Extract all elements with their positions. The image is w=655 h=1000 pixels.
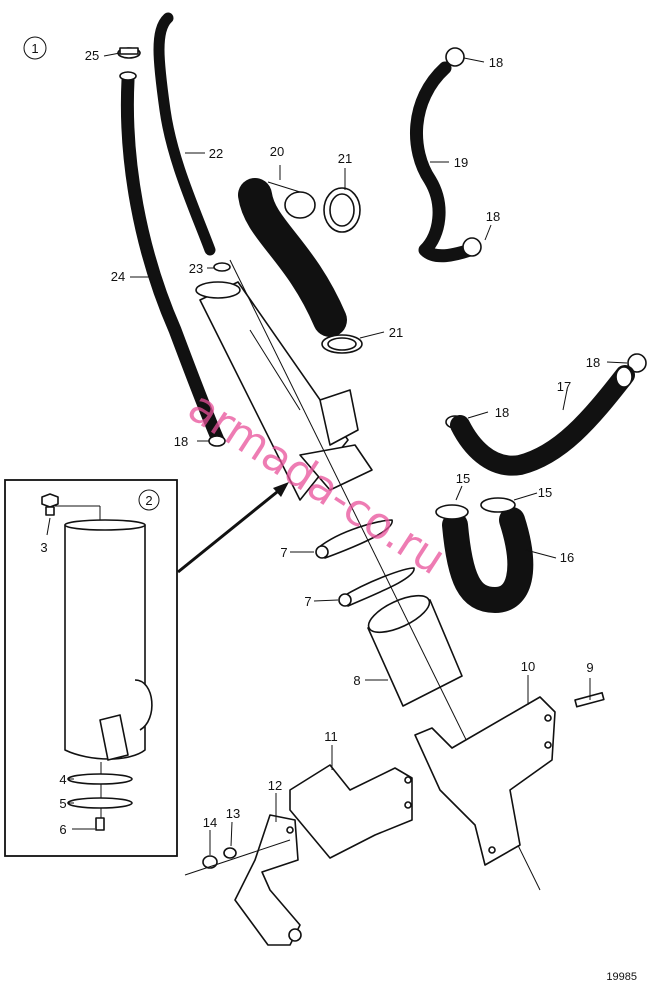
leader-lines [46, 52, 628, 855]
callout-23: 23 [189, 261, 203, 276]
callout-14: 14 [203, 815, 217, 830]
callout-9: 9 [586, 660, 593, 675]
callout-6: 6 [59, 822, 66, 837]
clamp-7-lower [338, 567, 415, 607]
clamp-15-right [480, 497, 516, 513]
callout-25: 25 [85, 48, 99, 63]
plate-11 [289, 764, 413, 859]
callout-3: 3 [40, 540, 47, 555]
view-marker-1-label: 1 [31, 41, 38, 56]
callout-21-upper: 21 [338, 151, 352, 166]
callout-16: 16 [560, 550, 574, 565]
callout-18-right: 18 [586, 355, 600, 370]
hose-24 [119, 71, 225, 447]
clamp-18-right [627, 353, 647, 373]
clamp-25 [117, 47, 141, 59]
stud-9 [574, 691, 605, 708]
callout-18-top: 18 [489, 55, 503, 70]
clamp-21-lower [321, 334, 363, 354]
bracket-10 [414, 696, 556, 866]
clamp-18-middle [462, 237, 482, 257]
callout-8: 8 [353, 673, 360, 688]
detail-view-2: 2 [4, 479, 178, 857]
sleeve-8 [367, 594, 463, 707]
clamp-18-top [445, 47, 465, 67]
view-marker-2-label: 2 [145, 493, 152, 508]
detail-pointer-arrow [177, 482, 289, 574]
hose-20 [238, 178, 347, 337]
view-marker-2 [138, 489, 160, 511]
clamp-15-left [435, 504, 469, 520]
callout-7-upper: 7 [280, 545, 287, 560]
callout-5: 5 [59, 796, 66, 811]
callout-15-right: 15 [538, 485, 552, 500]
hose-17 [450, 365, 635, 476]
callout-13: 13 [226, 806, 240, 821]
callout-4: 4 [59, 772, 66, 787]
callout-11: 11 [324, 729, 338, 744]
callout-12: 12 [268, 778, 282, 793]
callout-18-small: 18 [495, 405, 509, 420]
bracket-12 [234, 814, 302, 946]
view-marker-1: 1 [23, 36, 47, 60]
callout-labels: 25 22 24 23 18 20 21 21 18 19 18 18 17 1… [40, 48, 600, 837]
callout-21-lower: 21 [389, 325, 403, 340]
hose-19 [410, 61, 477, 263]
fastener-axis-line [184, 839, 291, 876]
clamp-7-upper [315, 519, 393, 559]
callout-24: 24 [111, 269, 125, 284]
figure-reference-number: 19985 [606, 971, 637, 983]
callout-10: 10 [521, 659, 535, 674]
washer-13 [223, 847, 237, 859]
callout-20: 20 [270, 144, 284, 159]
callout-17: 17 [557, 379, 571, 394]
callout-22: 22 [209, 146, 223, 161]
hose-16 [442, 507, 534, 613]
ring-23 [213, 262, 231, 272]
callout-18-middle: 18 [486, 209, 500, 224]
callout-19: 19 [454, 155, 468, 170]
callout-18-left: 18 [174, 434, 188, 449]
callout-15-left: 15 [456, 471, 470, 486]
main-cylinder [195, 281, 373, 501]
callout-7-lower: 7 [304, 594, 311, 609]
clamp-21-upper [323, 187, 361, 233]
hose-22 [153, 12, 216, 256]
